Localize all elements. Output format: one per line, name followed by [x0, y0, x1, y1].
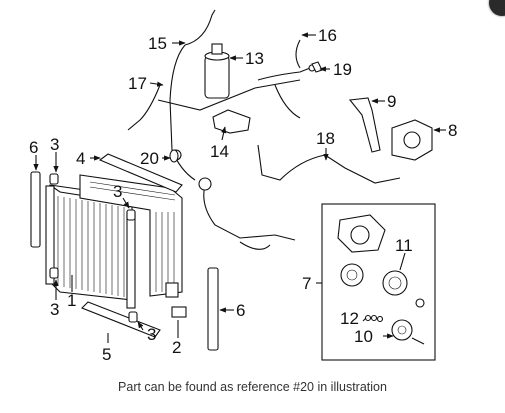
callout-1: 1 [67, 291, 76, 310]
callout-18: 18 [316, 129, 335, 148]
callout-4: 4 [76, 149, 85, 168]
bracket-9 [348, 97, 381, 153]
compressor-kit-box [321, 203, 436, 361]
seal-strip-4 [98, 153, 183, 193]
compressor-8 [391, 119, 433, 161]
leader-lines [33, 32, 446, 343]
insulator-3d [128, 311, 138, 323]
callout-3d: 3 [147, 325, 156, 344]
callout-12: 12 [340, 309, 359, 328]
insulator-3b [49, 267, 59, 279]
accumulator-drier-13 [204, 43, 230, 99]
parts-diagram: 1 2 3 3 3 3 4 5 6 6 7 8 9 10 11 12 13 14… [29, 9, 457, 364]
callout-8: 8 [448, 121, 457, 140]
side-seal-right [207, 267, 219, 351]
callout-3b: 3 [113, 182, 122, 201]
corner-badge [489, 0, 505, 16]
callout-15: 15 [148, 34, 167, 53]
side-seal-left [30, 171, 41, 248]
callout-3a: 3 [50, 135, 59, 154]
bracket-14 [212, 109, 251, 134]
callout-17: 17 [128, 74, 147, 93]
callout-11: 11 [395, 236, 413, 255]
callout-14: 14 [210, 142, 229, 161]
callout-20: 20 [140, 149, 159, 168]
callout-2: 2 [172, 338, 181, 357]
callout-10: 10 [354, 327, 373, 346]
callout-19: 19 [333, 60, 352, 79]
callout-16: 16 [318, 26, 337, 45]
diagram-caption: Part can be found as reference #20 in il… [118, 380, 387, 394]
callout-5: 5 [102, 345, 111, 364]
rear-core [79, 174, 183, 298]
callout-7: 7 [302, 274, 311, 293]
callout-6a: 6 [29, 138, 38, 157]
ac-lines [127, 9, 401, 250]
callout-9: 9 [387, 92, 396, 111]
oring-20 [169, 149, 179, 163]
insulator-3c [126, 209, 136, 221]
bracket-2 [171, 306, 187, 318]
insulator-3a [49, 173, 59, 185]
callout-6b: 6 [236, 301, 245, 320]
condenser-radiator [45, 184, 136, 309]
callout-3c: 3 [50, 300, 59, 319]
callout-numbers: 1 2 3 3 3 3 4 5 6 6 7 8 9 10 11 12 13 14… [29, 26, 457, 364]
callout-13: 13 [245, 49, 264, 68]
